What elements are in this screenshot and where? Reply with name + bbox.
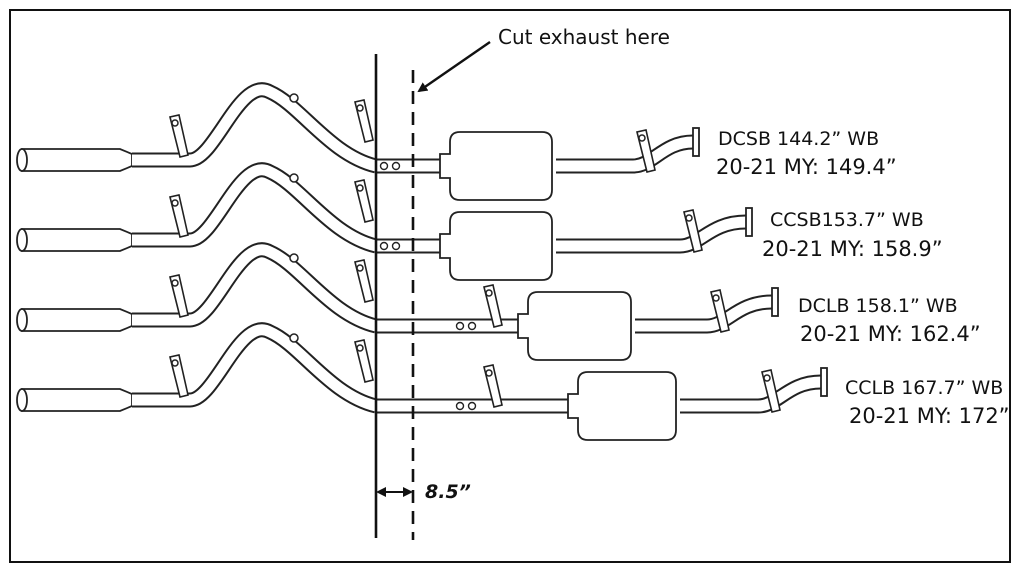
kickup-pipe-3	[132, 244, 378, 332]
row2-model-label: CCSB153.7” WB	[770, 209, 924, 231]
sensor-bung-2	[289, 173, 299, 183]
connector-a-3	[455, 321, 465, 331]
row1-model-label: DCSB 144.2” WB	[718, 128, 880, 150]
exhaust-row-1	[16, 82, 700, 201]
sensor-bung-3	[289, 253, 299, 263]
exhaust-row-2	[16, 162, 753, 281]
cut-arrow	[417, 41, 491, 93]
hanger-mid-2-bolt	[356, 184, 364, 192]
catalytic-converter-1	[439, 131, 553, 201]
tailpipe-tip-3	[21, 308, 133, 332]
row4-model-label: CCLB 167.7” WB	[845, 377, 1004, 399]
connector-b-3	[467, 321, 477, 331]
tailpipe-tip-4	[21, 388, 133, 412]
hanger-mid-4-bolt	[356, 344, 364, 352]
hanger-rear-3-bolt	[171, 279, 179, 287]
hanger-outlet-2-bolt	[685, 214, 693, 222]
connector-b-4	[467, 401, 477, 411]
inlet-flange-4	[820, 367, 828, 397]
catalytic-converter-2	[439, 211, 553, 281]
sensor-bung-1	[289, 93, 299, 103]
connector-b-1	[391, 161, 401, 171]
connector-a-2	[379, 241, 389, 251]
tailpipe-tip-1	[21, 148, 133, 172]
hanger-mid-1-bolt	[356, 104, 364, 112]
hanger-outlet-1-bolt	[638, 134, 646, 142]
hanger-outlet-3-bolt	[712, 294, 720, 302]
catalytic-converter-4	[567, 371, 677, 441]
connector-a-4	[455, 401, 465, 411]
hanger-front-3-bolt	[485, 289, 493, 297]
tailpipe-opening-2	[16, 228, 28, 252]
dimension-label: 8.5”	[425, 481, 471, 503]
tailpipe-opening-1	[16, 148, 28, 172]
cut-exhaust-label: Cut exhaust here	[498, 25, 670, 49]
tailpipe-opening-4	[16, 388, 28, 412]
outlet-pipe-3	[635, 296, 773, 332]
kickup-pipe-4	[132, 324, 378, 412]
kickup-pipe-2	[132, 164, 378, 252]
exhaust-row-4	[16, 322, 828, 441]
kickup-pipe-1	[132, 84, 378, 172]
hanger-mid-3-bolt	[356, 264, 364, 272]
row1-my-label: 20-21 MY: 149.4”	[716, 155, 897, 179]
tailpipe-tip-2	[21, 228, 133, 252]
hanger-rear-4-bolt	[171, 359, 179, 367]
connector-b-2	[391, 241, 401, 251]
tailpipe-opening-3	[16, 308, 28, 332]
inlet-flange-2	[745, 207, 753, 237]
catalytic-converter-3	[517, 291, 632, 361]
hanger-rear-1-bolt	[171, 119, 179, 127]
connector-a-1	[379, 161, 389, 171]
hanger-outlet-4-bolt	[763, 374, 771, 382]
hanger-front-4-bolt	[485, 369, 493, 377]
hanger-rear-2-bolt	[171, 199, 179, 207]
outlet-pipe-4	[680, 376, 822, 412]
row2-my-label: 20-21 MY: 158.9”	[762, 237, 943, 261]
outlet-pipe-1	[556, 136, 694, 172]
row3-model-label: DCLB 158.1” WB	[798, 295, 958, 317]
exhaust-row-3	[16, 242, 779, 361]
inlet-flange-3	[771, 287, 779, 317]
outlet-pipe-2	[556, 216, 747, 252]
sensor-bung-4	[289, 333, 299, 343]
row3-my-label: 20-21 MY: 162.4”	[800, 322, 981, 346]
row4-my-label: 20-21 MY: 172”	[849, 404, 1010, 428]
inlet-flange-1	[692, 127, 700, 157]
